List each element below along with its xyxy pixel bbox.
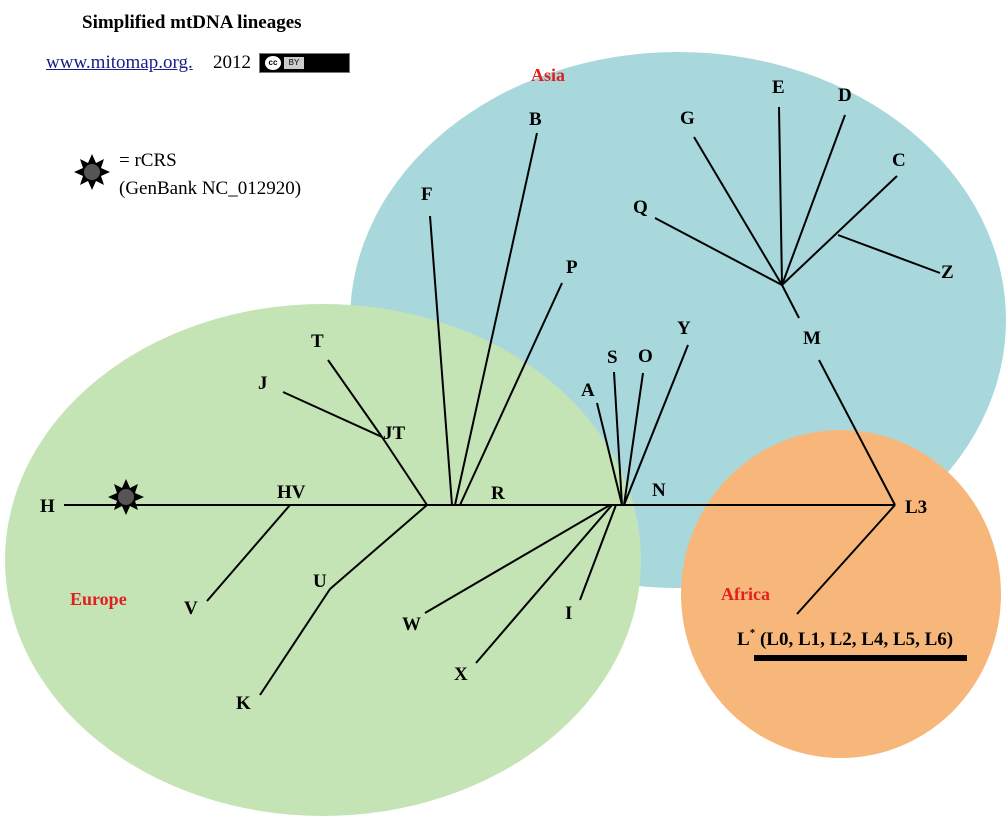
- branch-m-q: [654, 217, 783, 286]
- branch-n-y: [623, 344, 689, 506]
- branch-n-s: [613, 371, 623, 506]
- legend-genbank-label: (GenBank NC_012920): [119, 178, 302, 199]
- node-label-w: W: [402, 614, 421, 635]
- tree-branches: [64, 106, 941, 696]
- node-label-a: A: [581, 380, 595, 401]
- branch-m-d: [781, 114, 846, 286]
- branch-r-jt: [381, 436, 428, 506]
- node-label-p: P: [566, 257, 578, 278]
- branch-l3-lstar: [796, 504, 896, 615]
- branch-n-x: [475, 504, 613, 664]
- node-label-x: X: [454, 664, 468, 685]
- branch-m-c: [781, 175, 898, 286]
- node-label-f: F: [421, 184, 433, 205]
- branch-n-w: [424, 504, 611, 614]
- node-label-n: N: [652, 480, 666, 501]
- mitomap-link[interactable]: www.mitomap.org.: [46, 52, 193, 73]
- node-label-d: D: [838, 85, 852, 106]
- lstar-superscript: *: [750, 627, 756, 639]
- node-label-t: T: [311, 331, 324, 352]
- branch-n-a: [596, 402, 623, 506]
- diagram-title: Simplified mtDNA lineages: [82, 12, 302, 33]
- node-label-i: I: [565, 603, 572, 624]
- region-label-europe: Europe: [70, 589, 127, 609]
- branch-n-o: [623, 372, 644, 506]
- node-label-l3: L3: [905, 497, 927, 518]
- branch-hv-v: [206, 504, 291, 602]
- node-label-s: S: [607, 347, 618, 368]
- cc-license-badge[interactable]: cc BY: [259, 53, 350, 73]
- rcrs-marker-tree: [108, 479, 144, 515]
- branch-r-b: [454, 132, 538, 506]
- node-label-r: R: [491, 483, 505, 504]
- node-label-lstar: L* (L0, L1, L2, L4, L5, L6): [737, 627, 953, 650]
- star-burst-core: [84, 164, 100, 180]
- cc-icon: cc: [265, 56, 281, 70]
- node-label-jt: JT: [383, 423, 406, 444]
- node-label-c: C: [892, 150, 906, 171]
- node-label-b: B: [529, 109, 542, 130]
- africa-region: [681, 430, 1001, 758]
- branch-l3-m: [818, 359, 896, 506]
- branch-m-node: [781, 284, 800, 319]
- node-label-z: Z: [941, 262, 954, 283]
- rcrs-marker-legend: [74, 154, 110, 190]
- node-label-m: M: [803, 328, 821, 349]
- branch-r-p: [459, 282, 563, 506]
- region-label-africa: Africa: [721, 584, 770, 604]
- branch-m-e: [778, 106, 783, 286]
- copyright-year: 2012: [213, 52, 251, 73]
- cc-by-icon: BY: [284, 57, 304, 69]
- lstar-list: (L0, L1, L2, L4, L5, L6): [755, 629, 953, 650]
- node-label-hv: HV: [277, 482, 306, 503]
- node-label-o: O: [638, 346, 653, 367]
- region-label-asia: Asia: [531, 65, 565, 85]
- branch-r-u: [329, 504, 428, 590]
- node-label-j: J: [258, 373, 268, 394]
- branch-jt-t: [327, 359, 383, 438]
- branch-r-f: [429, 215, 453, 506]
- branch-c-z: [837, 234, 941, 274]
- branch-n-i: [579, 504, 617, 601]
- star-burst-core: [118, 489, 134, 505]
- branch-m-g: [693, 136, 783, 286]
- europe-region: [5, 304, 641, 816]
- node-label-u: U: [313, 571, 327, 592]
- branch-u-k: [259, 588, 331, 696]
- branch-jt-j: [282, 391, 383, 438]
- node-label-v: V: [184, 598, 198, 619]
- legend-rcrs-label: = rCRS: [119, 150, 177, 171]
- lstar-base: L: [737, 629, 750, 650]
- node-label-k: K: [236, 693, 251, 714]
- node-label-g: G: [680, 108, 695, 129]
- node-label-e: E: [772, 77, 785, 98]
- node-label-y: Y: [677, 318, 691, 339]
- node-label-q: Q: [633, 197, 648, 218]
- node-label-h: H: [40, 496, 55, 517]
